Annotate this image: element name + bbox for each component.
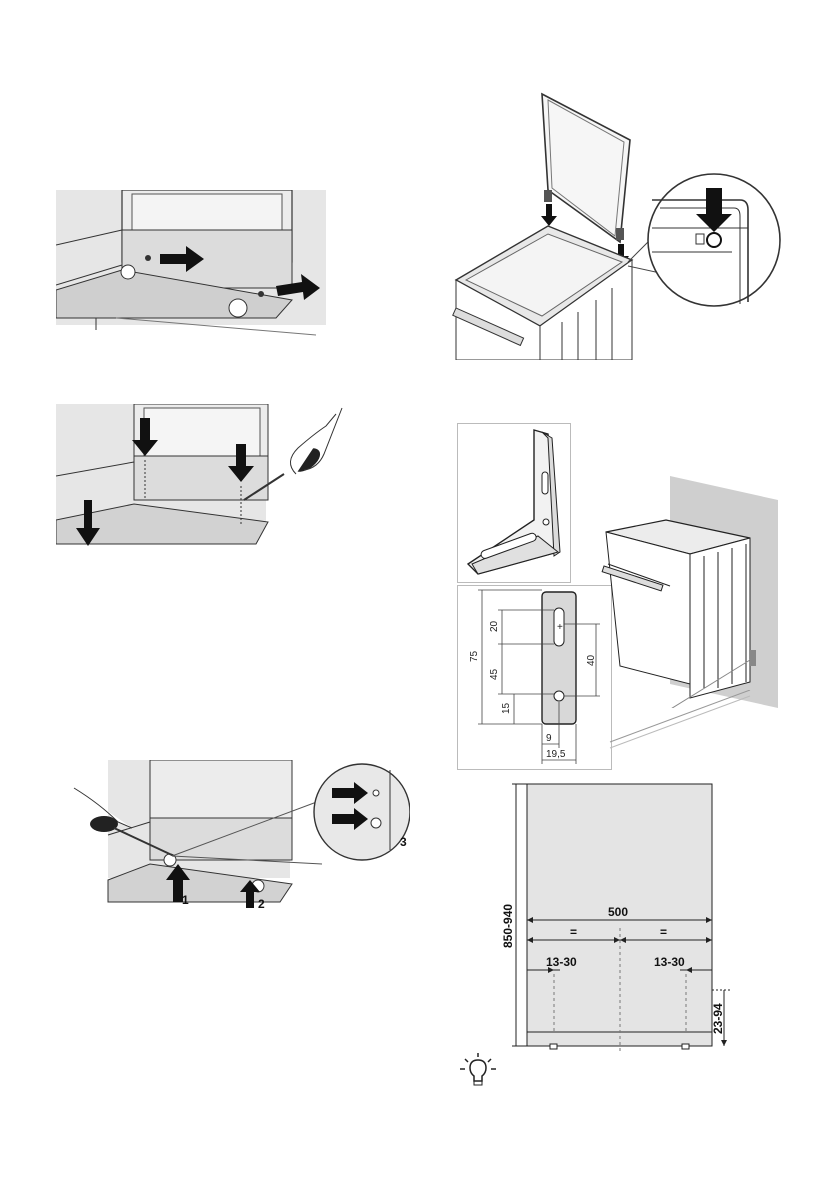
figure-installation-clearances: 850-940 500 = = 13-30 13-30 23-94 <box>500 778 740 1052</box>
dim-9: 9 <box>546 733 552 744</box>
lightbulb-icon <box>456 1052 496 1092</box>
figure-lid-fitting <box>452 90 782 360</box>
dim-19-5: 19,5 <box>546 749 566 760</box>
arrow-down-icon <box>76 500 100 546</box>
dim-75: 75 <box>469 650 480 662</box>
dim-width: 500 <box>608 905 628 919</box>
dim-equal-right: = <box>660 925 667 939</box>
arrow-right-icon <box>332 782 368 804</box>
callout-1: 1 <box>182 893 189 907</box>
figure-screws-removal <box>56 404 352 552</box>
leader-line <box>600 690 760 750</box>
dim-gap-right: 13-30 <box>654 955 685 969</box>
arrow-right-icon <box>332 808 368 830</box>
dim-height: 850-940 <box>501 904 515 948</box>
callout-2: 2 <box>258 897 265 910</box>
arrow-right-icon <box>160 246 204 272</box>
callout-3: 3 <box>400 835 407 849</box>
arrow-down-icon <box>228 444 254 482</box>
arrow-up-icon <box>240 880 260 908</box>
arrow-down-icon <box>696 188 732 232</box>
detail-zoom-circle <box>313 763 410 861</box>
arrow-up-icon <box>166 864 190 902</box>
screwdriver-hand <box>243 407 343 501</box>
figure-plinth-fitting: 1 2 3 <box>70 760 410 910</box>
svg-text:+: + <box>557 622 563 633</box>
dim-equal-left: = <box>570 925 577 939</box>
arrow-down-icon <box>132 418 158 456</box>
dim-foot: 23-94 <box>711 1003 725 1034</box>
dim-45: 45 <box>489 668 500 680</box>
figure-cooker-wall <box>600 476 782 708</box>
dim-15: 15 <box>501 702 512 714</box>
figure-plinth-removal <box>56 190 326 348</box>
arrow-right-icon <box>276 274 320 300</box>
screwdriver-hand <box>73 787 175 857</box>
dim-gap-left: 13-30 <box>546 955 577 969</box>
figure-bracket-3d <box>457 423 571 583</box>
dim-20: 20 <box>489 620 500 632</box>
dim-40: 40 <box>586 654 597 666</box>
figure-bracket-dimensions: + 75 20 45 15 40 9 19,5 <box>457 585 612 770</box>
arrow-down-icon <box>541 204 557 226</box>
